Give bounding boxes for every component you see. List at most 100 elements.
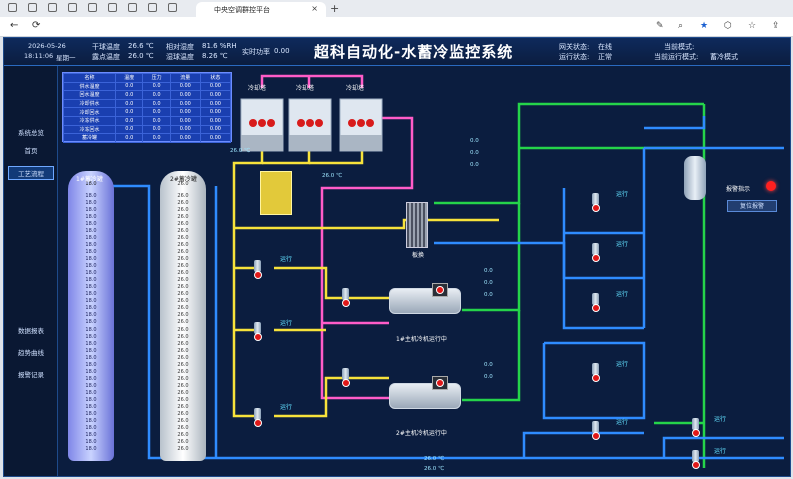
tank-scale-value: 18.0 xyxy=(85,298,97,305)
pump-status-icon[interactable] xyxy=(592,254,600,262)
exchanger-label: 板换 xyxy=(412,252,425,259)
chiller-unit[interactable] xyxy=(389,288,461,314)
pump-motor xyxy=(254,322,261,334)
chiller-panel xyxy=(432,376,448,390)
pump-state: 运行 xyxy=(616,191,629,198)
table-cell: 0.00 xyxy=(199,98,232,109)
pump-status-icon[interactable] xyxy=(592,304,600,312)
pump-status-icon[interactable] xyxy=(254,419,262,427)
back-icon[interactable]: ← xyxy=(10,20,19,31)
tank-scale-value: 18.0 xyxy=(85,354,97,361)
tank-scale-value: 18.0 xyxy=(85,228,97,235)
close-icon[interactable]: × xyxy=(311,4,318,13)
new-tab-button[interactable]: + xyxy=(330,2,340,15)
pump-state: 运行 xyxy=(616,419,629,426)
tank-scale-value: 18.0 xyxy=(85,417,97,424)
sidebar-item-process[interactable]: 工艺流程 xyxy=(8,166,54,180)
mode-label: 运行状态: xyxy=(559,53,590,61)
tank-scale-value: 18.0 xyxy=(85,389,97,396)
pump-state: 运行 xyxy=(714,448,727,455)
tank-scale-value: 18.0 xyxy=(85,333,97,340)
pump-status-icon[interactable] xyxy=(592,204,600,212)
pump-state: 运行 xyxy=(616,361,629,368)
pump-status-icon[interactable] xyxy=(592,374,600,382)
table-cell: 0.0 xyxy=(142,81,171,92)
toolbar: ← ⟳ ✎ ⌕ ★ ⬡ ☆ ⇪ xyxy=(0,17,793,37)
tank-scale-value: 26.0 xyxy=(177,291,189,298)
network-label: 网关状态: xyxy=(559,43,590,51)
pump-status-icon[interactable] xyxy=(342,299,350,307)
pump-status-icon[interactable] xyxy=(254,271,262,279)
tank-scale-value: 18.0 xyxy=(85,221,97,228)
temp-readout: 26.0 ℃ xyxy=(424,456,445,462)
sidebar-item-alarms[interactable]: 报警记录 xyxy=(18,371,44,379)
table-cell: 0.0 xyxy=(115,124,144,135)
tab-icon[interactable] xyxy=(68,3,77,12)
favorites-icon[interactable]: ☆ xyxy=(748,21,757,31)
tank-scale-value: 26.0 xyxy=(177,221,189,228)
zoom-icon[interactable]: ⌕ xyxy=(678,21,684,31)
tank-scale-value: 18.0 xyxy=(85,284,97,291)
chiller-unit[interactable] xyxy=(389,383,461,409)
pump-motor xyxy=(254,260,261,272)
table-cell: 0.00 xyxy=(199,124,232,135)
tab-icon[interactable] xyxy=(88,3,97,12)
pump-status-icon[interactable] xyxy=(342,379,350,387)
sidebar-item-overview[interactable]: 系统总览 xyxy=(18,129,44,137)
extensions-icon[interactable]: ⬡ xyxy=(724,21,732,31)
table-cell: 冷却回水 xyxy=(62,107,117,117)
tank-scale-value: 18.0 xyxy=(85,242,97,249)
address-bar[interactable] xyxy=(50,19,650,34)
tank-scale-value: 26.0 xyxy=(177,368,189,375)
value-readout: 0.0 xyxy=(484,268,493,274)
tank-scale-value: 18.0 xyxy=(85,263,97,270)
tab-icon[interactable] xyxy=(28,3,37,12)
pump-status-icon[interactable] xyxy=(592,432,600,440)
workspace-icon[interactable] xyxy=(8,3,17,12)
table-cell: 0.0 xyxy=(115,90,144,100)
tank-scale-value: 18.0 xyxy=(85,424,97,431)
reset-alarm-button[interactable]: 复位报警 xyxy=(727,200,777,212)
table-cell: 0.00 xyxy=(199,115,232,126)
share-icon[interactable]: ⇪ xyxy=(772,21,780,31)
time: 18:11:06 xyxy=(24,52,54,60)
table-header: 温度 xyxy=(115,73,144,83)
pump-state: 运行 xyxy=(714,416,727,423)
pump-status-icon[interactable] xyxy=(692,461,700,469)
tank-scale-value: 18.0 xyxy=(85,291,97,298)
pump-state: 运行 xyxy=(280,256,293,263)
tab-icon[interactable] xyxy=(148,3,157,12)
tank-scale-value: 18.0 xyxy=(85,445,97,452)
tank-scale-value: 18.0 xyxy=(85,256,97,263)
star-icon[interactable]: ★ xyxy=(700,21,709,31)
tower-label: 冷却塔 xyxy=(346,85,365,92)
pump-motor xyxy=(592,193,599,205)
tab-icon[interactable] xyxy=(48,3,57,12)
tab-icon[interactable] xyxy=(108,3,117,12)
tank-scale-value: 26.0 xyxy=(177,319,189,326)
tank-top-value: 18.0 xyxy=(85,181,97,187)
tab-icon[interactable] xyxy=(128,3,137,12)
edit-icon[interactable]: ✎ xyxy=(656,21,664,31)
table-header: 名称 xyxy=(62,73,117,83)
sidebar-item-trends[interactable]: 趋势曲线 xyxy=(18,349,44,357)
pump-motor xyxy=(692,450,699,462)
pump-status-icon[interactable] xyxy=(692,429,700,437)
tank-scale-value: 26.0 xyxy=(177,361,189,368)
tank-scale-value: 18.0 xyxy=(85,340,97,347)
pump-motor xyxy=(592,421,599,433)
table-cell: 0.0 xyxy=(115,81,144,92)
tank-scale-value: 18.0 xyxy=(85,270,97,277)
table-header-row: 名称 温度 压力 流量 状态 xyxy=(62,73,232,83)
tank-scale-value: 18.0 xyxy=(85,368,97,375)
sidebar-item-home[interactable]: 首页 xyxy=(24,147,38,155)
tank-scale-value: 18.0 xyxy=(85,193,97,199)
reload-icon[interactable]: ⟳ xyxy=(32,20,41,31)
tab-icon[interactable] xyxy=(168,3,177,12)
pump-status-icon[interactable] xyxy=(254,333,262,341)
alarm-indicator xyxy=(766,181,776,191)
sidebar-item-reports[interactable]: 数据报表 xyxy=(18,327,44,335)
tank-scale-value: 18.0 xyxy=(85,410,97,417)
active-tab[interactable]: 中央空调群控平台 × xyxy=(196,2,326,17)
